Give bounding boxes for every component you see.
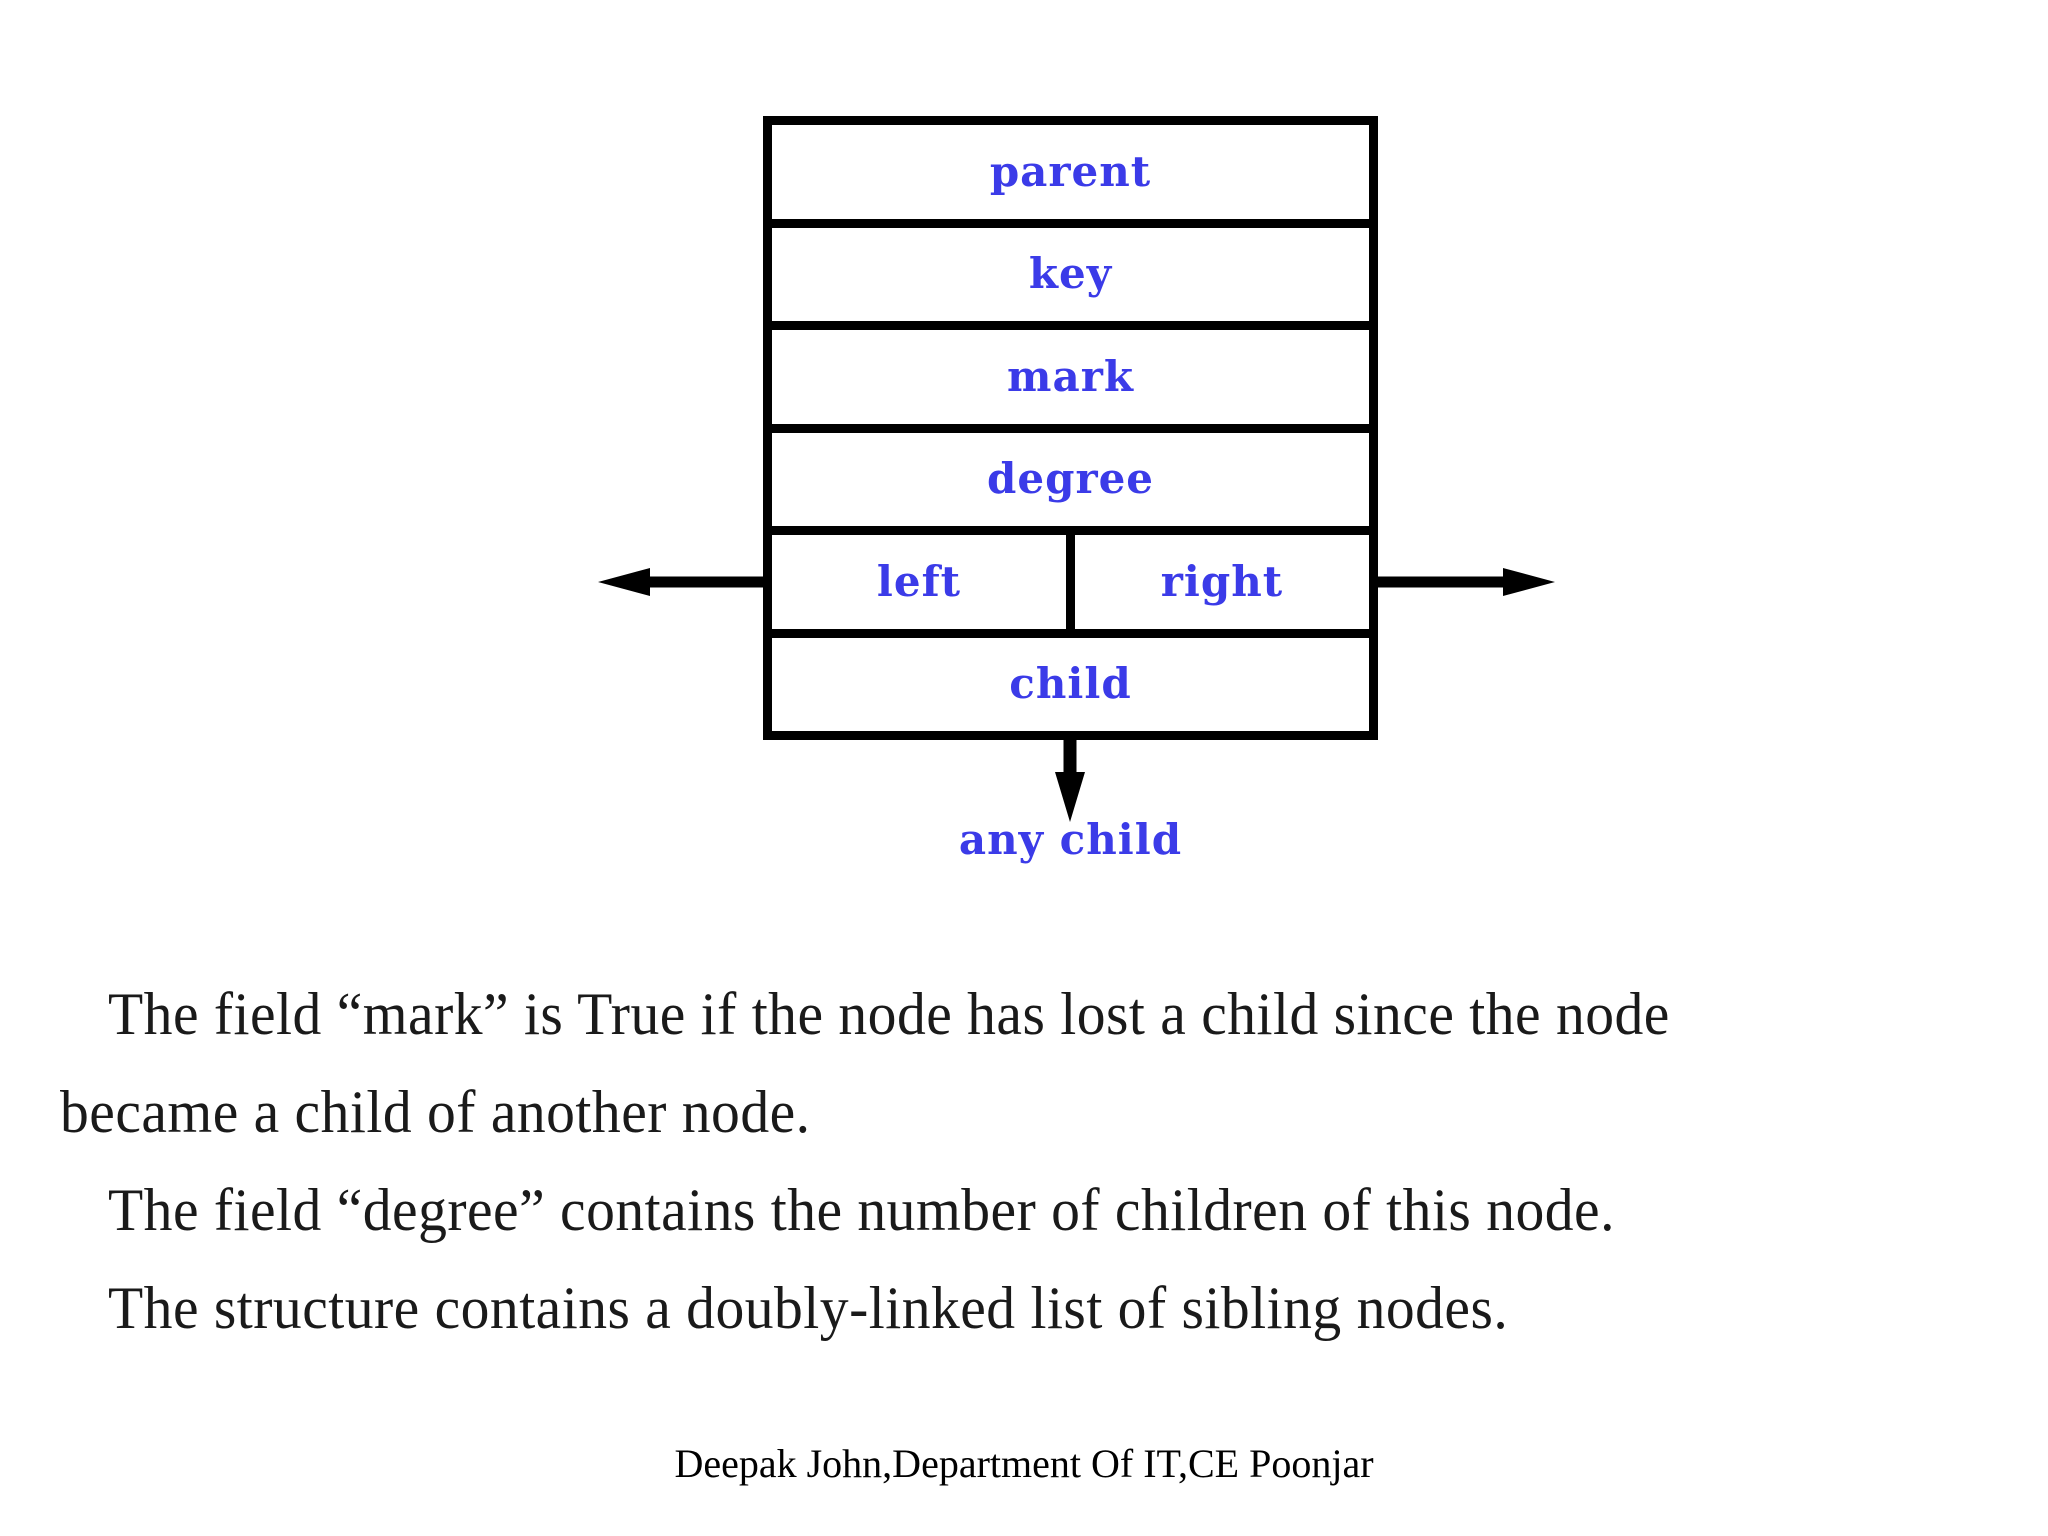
field-label-key: key (1028, 249, 1113, 299)
field-row-child: child (772, 637, 1369, 731)
explanation-line-4: The structure contains a doubly-linked l… (108, 1275, 1509, 1341)
field-row-mark: mark (772, 330, 1369, 433)
field-row-parent: parent (772, 125, 1369, 228)
field-row-key: key (772, 227, 1369, 330)
footer-attribution: Deepak John,Department Of IT,CE Poonjar (674, 1441, 1374, 1486)
explanation-text-block: The field “mark” is True if the node has… (60, 965, 1990, 1357)
slide-footer: Deepak John,Department Of IT,CE Poonjar (0, 1440, 2048, 1487)
explanation-line-3: The field “degree” contains the number o… (108, 1177, 1615, 1243)
field-cell-right: right (1075, 535, 1369, 629)
any-child-label: any child (958, 815, 1183, 864)
arrow-left-icon (598, 562, 778, 602)
explanation-line-1: The field “mark” is True if the node has… (108, 981, 1670, 1047)
node-structure-diagram: parent key mark degree left right child … (598, 116, 1555, 864)
field-label-left: left (876, 556, 962, 606)
field-row-left-right: left right (772, 535, 1369, 638)
node-struct-box: parent key mark degree left right child (763, 116, 1378, 740)
field-label-right: right (1160, 556, 1284, 606)
field-label-degree: degree (986, 454, 1155, 504)
field-cell-left: left (772, 535, 1075, 629)
field-label-parent: parent (989, 146, 1152, 196)
field-label-child: child (1009, 659, 1132, 709)
field-label-mark: mark (1007, 351, 1134, 401)
explanation-line-2: became a child of another node. (60, 1079, 811, 1145)
field-row-degree: degree (772, 432, 1369, 535)
